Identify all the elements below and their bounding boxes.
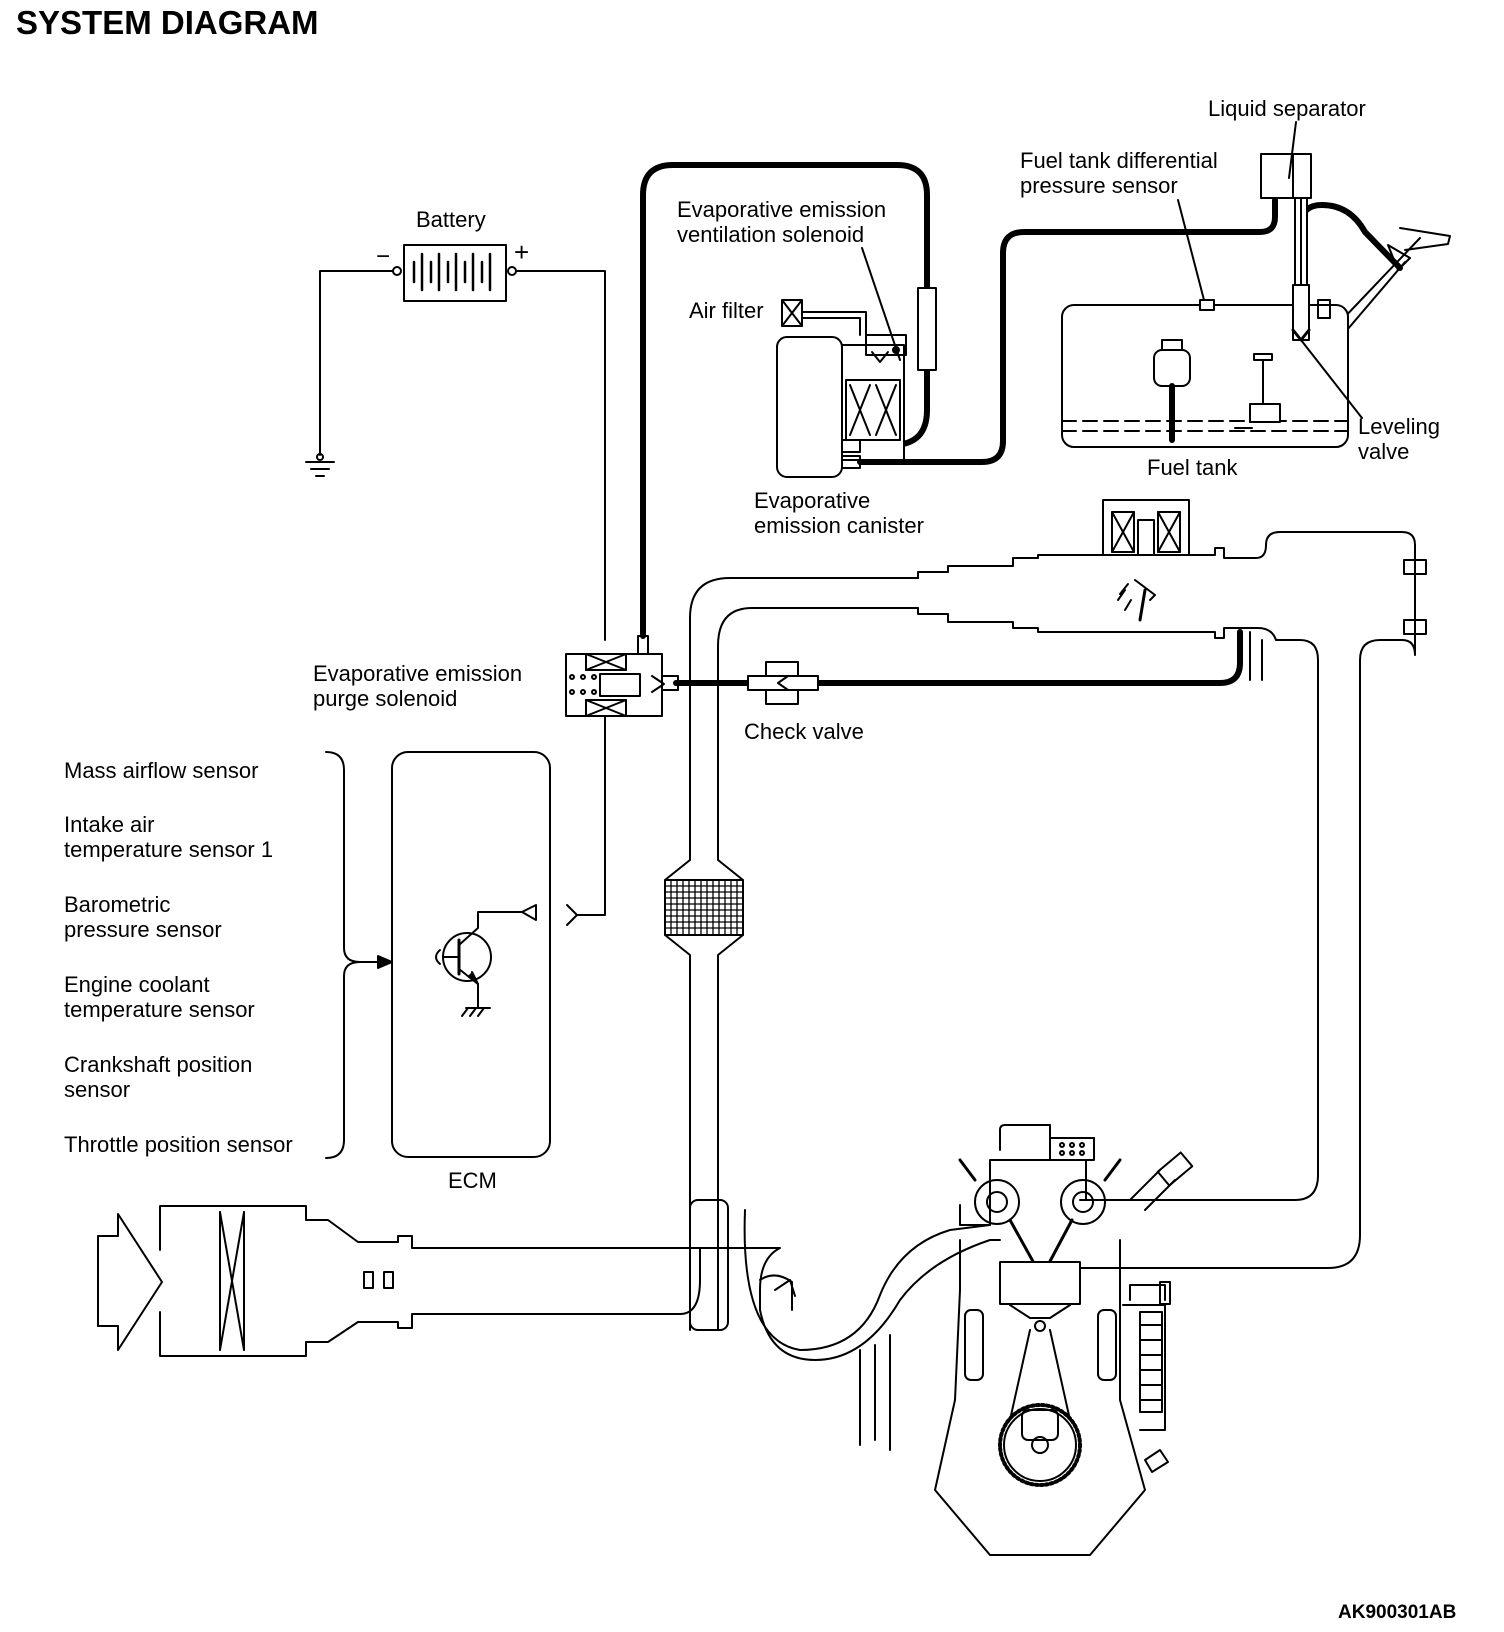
- vent-hose-joint: [917, 287, 937, 371]
- purge-solenoid-label: Evaporative emission purge solenoid: [313, 661, 523, 711]
- check-valve: [747, 661, 819, 705]
- diagram-title: SYSTEM DIAGRAM: [16, 4, 319, 41]
- fuel-tank-dp-sensor-label: Fuel tank differential pressure sensor: [1020, 148, 1218, 198]
- sensor-item: Crankshaft position sensor: [64, 1052, 253, 1102]
- sensor-item: Barometric pressure sensor: [64, 892, 222, 942]
- throttle-body: [917, 499, 1427, 1269]
- battery-ground-wire: [305, 270, 398, 477]
- vapor-hoses: [640, 162, 1403, 686]
- fuel-tank-label: Fuel tank: [1147, 455, 1238, 480]
- vent-solenoid-leader: [861, 247, 901, 361]
- air-filter-label: Air filter: [689, 298, 764, 323]
- battery-positive-wire: [511, 270, 606, 641]
- sensor-item: Intake air temperature sensor 1: [64, 812, 274, 862]
- fuel-tank: [1061, 284, 1363, 448]
- separator-leader: [1288, 121, 1297, 179]
- vent-solenoid-label: Evaporative emission ventilation solenoi…: [677, 197, 887, 247]
- engine: [659, 1124, 1194, 1556]
- drawing-code: AK900301AB: [1338, 1602, 1457, 1623]
- evap-canister: [776, 311, 907, 478]
- dp-sensor-leader: [1177, 199, 1205, 301]
- battery-plus-sign: +: [514, 237, 530, 267]
- sensor-item: Throttle position sensor: [64, 1132, 293, 1157]
- sensor-item: Mass airflow sensor: [64, 758, 259, 783]
- sensor-bracket: [325, 751, 393, 1159]
- air-cleaner: [97, 1205, 661, 1357]
- ecm-connector-mark: [566, 904, 578, 926]
- purge-solenoid: [565, 635, 679, 717]
- battery-minus-sign: −: [376, 243, 391, 270]
- leveling-valve-label: Leveling valve: [1358, 414, 1440, 464]
- ecm-drive-wire: [576, 699, 606, 916]
- battery-symbol: [392, 244, 517, 302]
- air-filter-element: [781, 299, 803, 327]
- exhaust-pipe: [664, 577, 919, 1331]
- canister-label: Evaporative emission canister: [754, 488, 924, 538]
- check-valve-label: Check valve: [744, 719, 864, 744]
- sensor-item: Engine coolant temperature sensor: [64, 972, 255, 1022]
- liquid-separator-label: Liquid separator: [1208, 96, 1366, 121]
- ecm-box: [391, 751, 551, 1158]
- battery-label: Battery: [416, 207, 486, 232]
- ecm-label: ECM: [448, 1168, 497, 1193]
